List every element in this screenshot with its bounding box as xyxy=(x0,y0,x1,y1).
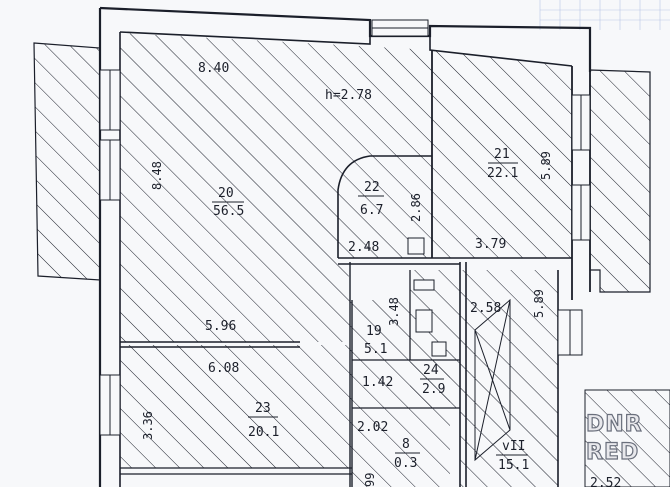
fixtures xyxy=(407,237,447,357)
room-vii-area: 15.1 xyxy=(498,458,529,473)
dim-room22-width: 2.48 xyxy=(348,240,379,255)
neighbor-area-right xyxy=(589,69,651,293)
room-21-number: 21 xyxy=(494,147,510,162)
room-20-area: 56.5 xyxy=(213,204,244,219)
dim-room20-bottom: 5.96 xyxy=(205,319,236,334)
room-8-area: 0.3 xyxy=(394,456,417,471)
room-19-number: 19 xyxy=(366,324,382,339)
watermark-line-1: DNR xyxy=(586,412,643,437)
stair-room-fill xyxy=(460,270,558,487)
partition-corridor xyxy=(349,262,353,487)
dim-left-wall-20: 8.48 xyxy=(150,161,164,190)
room-23-fill xyxy=(120,345,352,468)
dim-stair-width: 2.58 xyxy=(470,301,501,316)
neighbor-area-left xyxy=(33,42,101,281)
dim-top-wall: 8.40 xyxy=(198,61,229,76)
sink-fixture xyxy=(407,237,425,255)
watermark-line-2: RED xyxy=(586,440,639,465)
toilet-fixture xyxy=(415,309,433,333)
corridor-fill xyxy=(410,270,460,408)
partition-22 xyxy=(337,155,432,258)
room-19-fill xyxy=(350,300,410,360)
room-20-fill xyxy=(120,33,432,342)
room-23-number: 23 xyxy=(255,401,271,416)
dim-room23-top: 6.08 xyxy=(208,361,239,376)
dim-room24-bottom: 2.02 xyxy=(357,420,388,435)
room-22-area: 6.7 xyxy=(360,203,383,218)
partition-bottom xyxy=(120,467,352,475)
dim-room21-bottom: 3.79 xyxy=(475,237,506,252)
watermark-logo: DNR RED xyxy=(585,411,643,465)
room-vii-number: vII xyxy=(502,439,525,454)
dim-room22-height: 2.86 xyxy=(409,193,423,222)
room-23-area: 20.1 xyxy=(248,425,279,440)
room-hatching xyxy=(120,33,572,487)
stair-symbol xyxy=(474,298,511,462)
dim-room24-width: 1.42 xyxy=(362,375,393,390)
room-24-number: 24 xyxy=(423,363,439,378)
room-22-fill xyxy=(338,156,432,258)
shaft-fixture xyxy=(431,341,447,357)
room-20-number: 20 xyxy=(218,186,234,201)
outer-wall-inner-top xyxy=(119,31,573,67)
meter-fixture xyxy=(413,279,435,291)
dim-bottom-small: 99 xyxy=(363,473,377,487)
room-8-number: 8 xyxy=(402,437,410,452)
room-8-fill xyxy=(352,408,450,487)
room-labels: 20 56.5 21 22.1 22 6.7 19 5.1 24 2.9 23 … xyxy=(212,147,529,473)
room-21-fill xyxy=(432,50,572,258)
partition-21-bottom xyxy=(338,257,572,265)
ceiling-height-label: h=2.78 xyxy=(325,88,372,103)
partition-20-23 xyxy=(120,341,300,348)
partition-wc xyxy=(352,270,460,409)
graph-paper xyxy=(539,0,670,30)
dim-stair-height: 5.89 xyxy=(532,289,546,318)
room-19-area: 5.1 xyxy=(364,342,387,357)
neighbor-area-bottom-right xyxy=(584,389,670,487)
dim-corridor-height: 3.48 xyxy=(387,297,401,326)
dim-bottom-partial: 2.52 xyxy=(590,476,621,487)
dim-right-wall-21: 5.89 xyxy=(539,151,553,180)
dim-room23-height: 3.36 xyxy=(141,411,155,440)
partition-stairs xyxy=(459,262,559,487)
windows xyxy=(99,19,591,436)
room-24-area: 2.9 xyxy=(422,382,445,397)
room-21-area: 22.1 xyxy=(487,166,518,181)
room-22-number: 22 xyxy=(364,180,380,195)
dimension-labels: 8.40 8.48 5.89 2.86 2.48 3.79 3.48 2.58 … xyxy=(141,61,621,487)
